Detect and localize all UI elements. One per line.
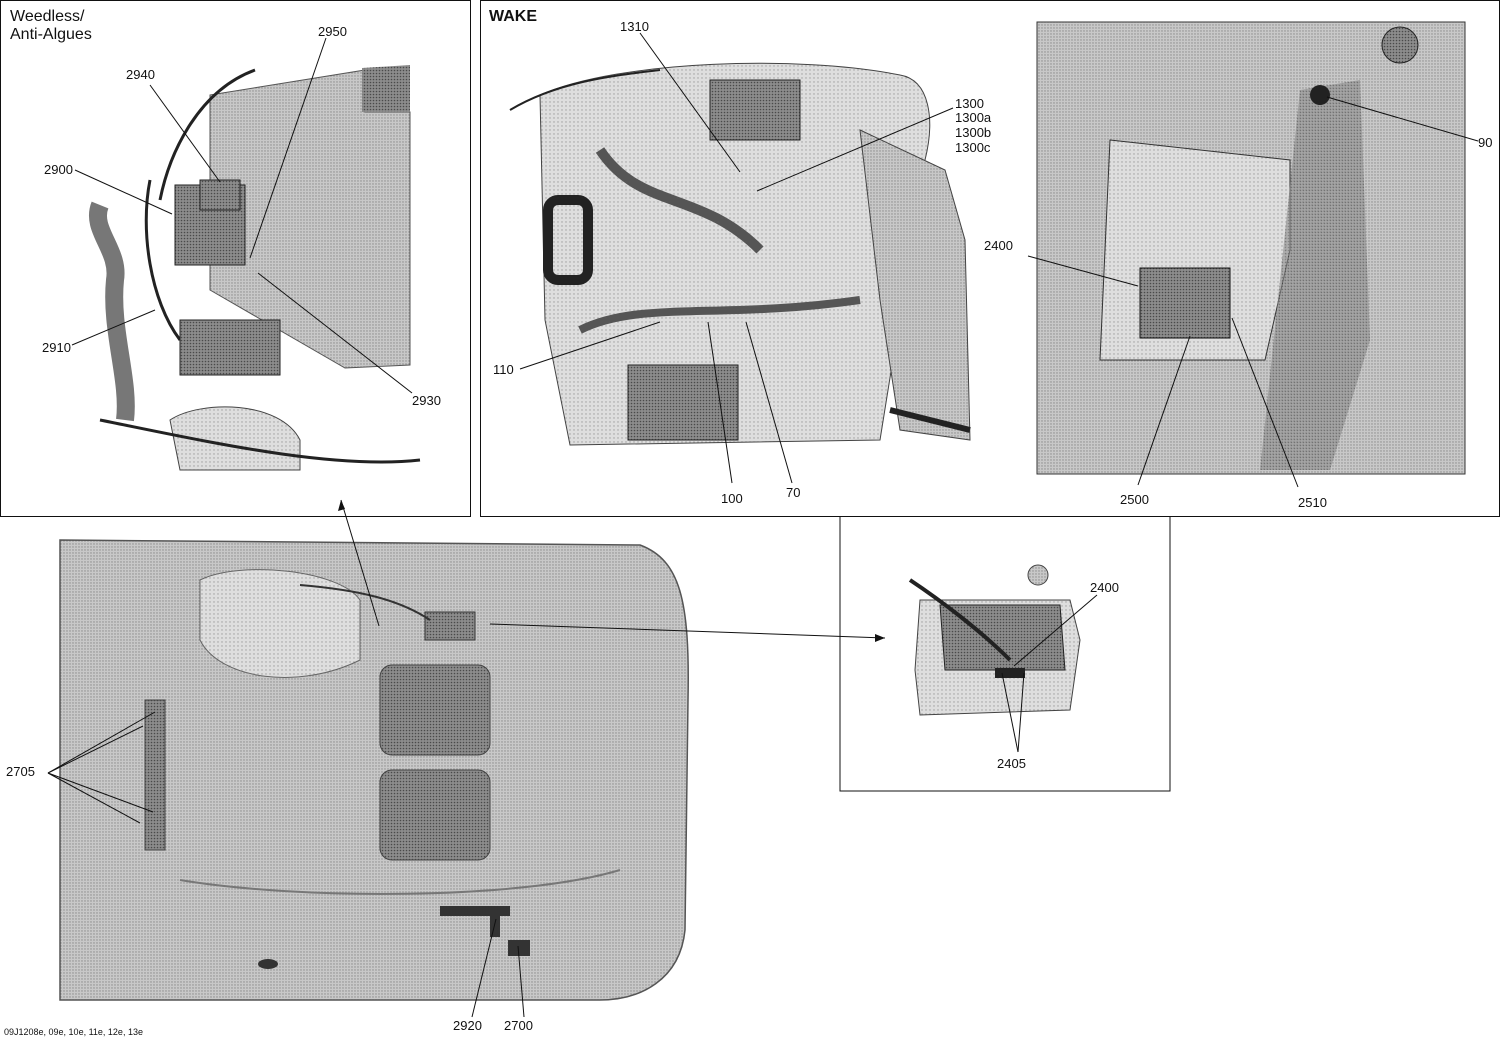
callout-2405: 2405 (997, 756, 1026, 771)
callout-1310: 1310 (620, 19, 649, 34)
callout-2400-top: 2400 (984, 238, 1013, 253)
callout-2930: 2930 (412, 393, 441, 408)
callout-2940: 2940 (126, 67, 155, 82)
callout-2920: 2920 (453, 1018, 482, 1033)
boat-top-view (59, 539, 689, 1001)
callout-90: 90 (1478, 135, 1493, 150)
leader-lines (47, 32, 1479, 1018)
callout-2400-inset: 2400 (1090, 580, 1119, 595)
callout-2705: 2705 (6, 764, 35, 779)
diagram-reference: 09J1208e, 09e, 10e, 11e, 12e, 13e (4, 1027, 143, 1037)
callout-1300b: 1300b (955, 125, 992, 140)
arrowheads (338, 500, 885, 642)
wake-seat-illustration (1036, 21, 1466, 475)
callout-2910: 2910 (42, 340, 71, 355)
weedless-illustration (89, 65, 421, 471)
callout-1300: 1300 (955, 96, 984, 111)
wake-engine-illustration (509, 62, 971, 446)
callout-1300c: 1300c (955, 140, 991, 155)
wake-inset-frame (839, 516, 1171, 792)
callout-70: 70 (786, 485, 801, 500)
callout-1300a: 1300a (955, 110, 992, 125)
callout-100: 100 (721, 491, 743, 506)
callout-2700: 2700 (504, 1018, 533, 1033)
callout-2500: 2500 (1120, 492, 1149, 507)
callout-2950: 2950 (318, 24, 347, 39)
wake-title: WAKE (489, 8, 537, 25)
callout-2510: 2510 (1298, 495, 1327, 510)
callout-110: 110 (493, 362, 514, 377)
callout-2900: 2900 (44, 162, 73, 177)
wake-inset-illustration (908, 564, 1081, 716)
weedless-title-line1: Weedless/ (10, 8, 85, 25)
weedless-title-line2: Anti-Algues (10, 26, 92, 43)
weedless-panel-frame (0, 0, 471, 517)
